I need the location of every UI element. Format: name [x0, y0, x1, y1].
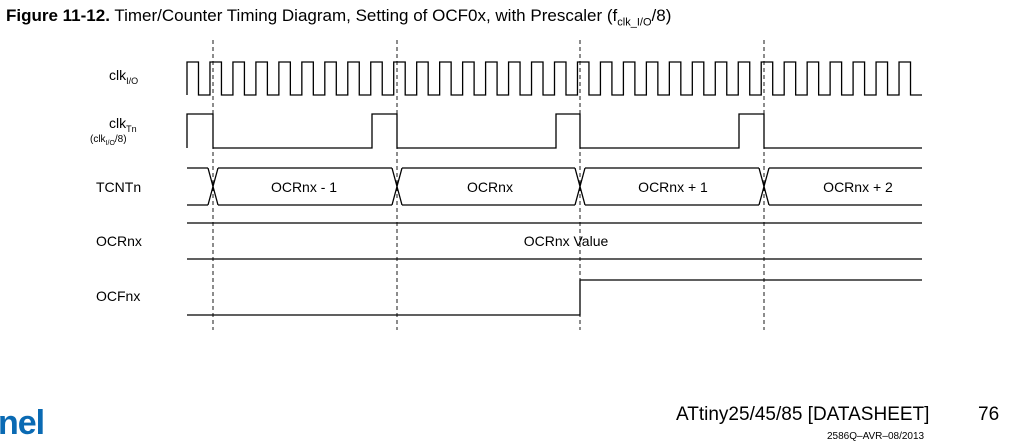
- tcnt-value-3: OCRnx + 1: [638, 179, 708, 195]
- tcntn-bus: [187, 167, 922, 206]
- ocrnx-label: OCRnx: [96, 233, 142, 249]
- clk-tn-trace: [186, 113, 922, 149]
- clk-tn-waveform: [186, 113, 922, 149]
- clk-tn-note-open: (clk: [90, 134, 106, 145]
- figure-caption: Figure 11-12. Timer/Counter Timing Diagr…: [6, 6, 671, 28]
- figure-title-subscript: clk_I/O: [617, 16, 652, 29]
- ocrnx-bus: [187, 222, 922, 260]
- datasheet-title: ATtiny25/45/85 [DATASHEET]: [676, 404, 930, 425]
- tcnt-transition-b-1: [207, 167, 219, 206]
- tcnt-transition-b-4: [758, 167, 770, 206]
- figure-title-text: Timer/Counter Timing Diagram, Setting of…: [114, 6, 618, 25]
- tcnt-transition-b-3: [574, 167, 586, 206]
- clk-tn-label-sub: Tn: [126, 123, 137, 134]
- ocfnx-waveform: [187, 279, 922, 316]
- tcntn-label: TCNTn: [96, 179, 142, 195]
- figure-title-end: /8): [651, 6, 672, 25]
- clk-tn-note-sub: I/O: [105, 140, 115, 147]
- clk-tn-note: (clkI/O/8): [90, 134, 127, 147]
- tcnt-value-4: OCRnx + 2: [823, 179, 893, 195]
- page-number: 76: [978, 404, 1000, 425]
- clk-io-trace: [186, 61, 922, 96]
- tcnt-value-2: OCRnx: [467, 179, 513, 195]
- ocf-trace: [187, 279, 922, 316]
- tcnt-transition-b-2: [391, 167, 403, 206]
- document-code: 2586Q–AVR–08/2013: [827, 431, 925, 442]
- clk-tn-label: clkTn: [109, 115, 137, 134]
- clk-io-waveform: [186, 61, 922, 96]
- brand-logo: nel: [0, 404, 45, 442]
- clk-io-label-base: clk: [109, 67, 127, 83]
- clk-tn-note-close: /8): [114, 134, 127, 145]
- clk-io-label-sub: I/O: [126, 75, 139, 86]
- ocr-value: OCRnx Value: [523, 233, 609, 249]
- tcnt-value-1: OCRnx - 1: [270, 179, 338, 195]
- clk-tn-label-base: clk: [109, 115, 127, 131]
- clk-io-label: clkI/O: [109, 67, 138, 86]
- figure-number: Figure 11-12.: [6, 6, 110, 25]
- ocfnx-label: OCFnx: [96, 288, 141, 304]
